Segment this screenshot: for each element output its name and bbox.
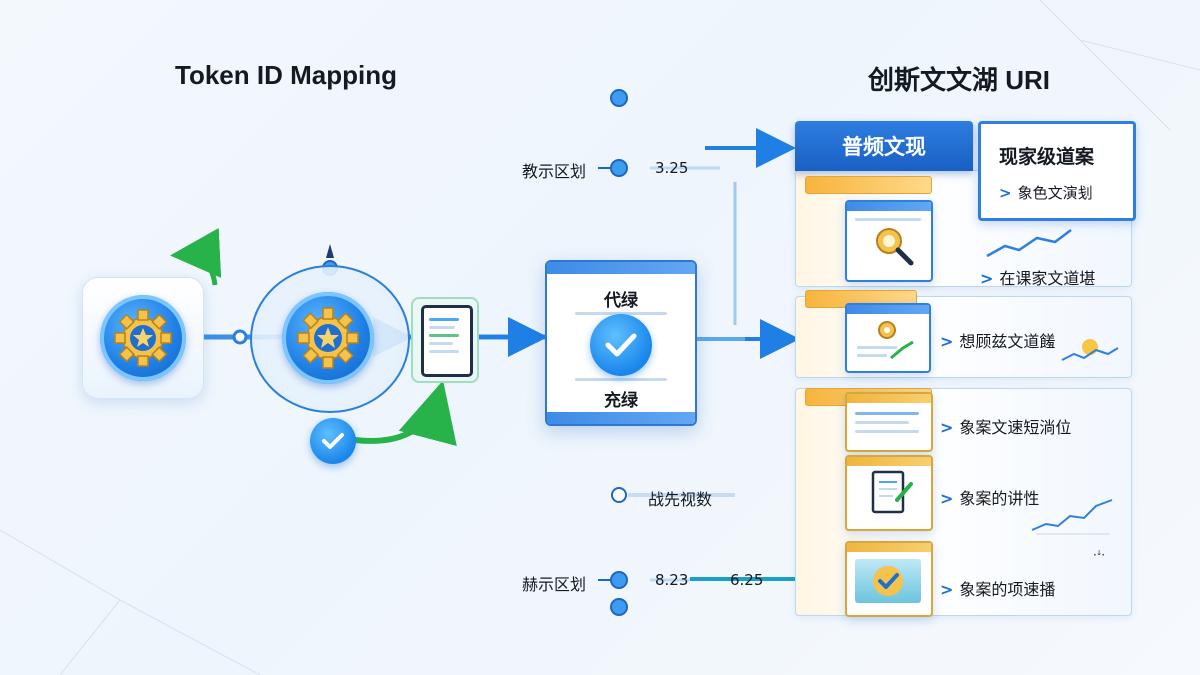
panel-top-text: 代绿 bbox=[604, 291, 638, 311]
info-card[interactable]: 现家级道案 >象色文演刬 bbox=[978, 121, 1136, 221]
image-doc-card[interactable] bbox=[845, 541, 933, 617]
panel-bottom-text: 充绿 bbox=[604, 391, 638, 411]
right-item-4[interactable]: >象案的讲性 bbox=[940, 489, 1040, 508]
document-icon bbox=[871, 470, 913, 514]
magnifier-icon bbox=[876, 228, 914, 266]
tab-strip bbox=[805, 176, 932, 194]
settings-doc-card[interactable] bbox=[845, 303, 931, 373]
gear-icon bbox=[857, 321, 914, 360]
info-card-title: 现家级道案 bbox=[999, 146, 1095, 168]
right-item-2[interactable]: >想顾兹文道饈 bbox=[940, 332, 1056, 351]
validation-panel[interactable]: 代绿 充绿 bbox=[545, 260, 697, 426]
chart-icon bbox=[1031, 499, 1113, 535]
left-title: Token ID Mapping bbox=[175, 60, 397, 90]
axis-value-bottom-b: 6.25 bbox=[730, 571, 764, 589]
token-node-card[interactable] bbox=[82, 277, 204, 399]
edit-doc-card[interactable] bbox=[845, 455, 933, 531]
chart-icon bbox=[986, 229, 1072, 258]
right-title: 创斯文文湖 URI bbox=[868, 65, 1051, 95]
axis-value-top: 3.25 bbox=[655, 159, 689, 177]
search-doc-card[interactable] bbox=[845, 200, 933, 282]
check-icon bbox=[310, 418, 356, 464]
info-card-sub: >象色文演刬 bbox=[999, 184, 1093, 202]
check-icon bbox=[590, 314, 652, 376]
right-header[interactable]: 普频文现 bbox=[795, 121, 973, 171]
chart-icon bbox=[1061, 339, 1119, 361]
green-return-arrow bbox=[170, 228, 222, 286]
axis-label-bottom: 赫示区划 bbox=[522, 575, 587, 594]
axis-label-mid: 战先视数 bbox=[648, 490, 713, 509]
document-card[interactable] bbox=[411, 297, 479, 383]
axis-value-bottom-a: 8.23 bbox=[655, 571, 689, 589]
axis-label-top: 教示区划 bbox=[522, 162, 587, 181]
check-icon bbox=[873, 566, 903, 596]
document-icon bbox=[421, 305, 473, 377]
gear-icon bbox=[100, 295, 186, 381]
gear-icon[interactable] bbox=[282, 292, 374, 384]
small-mark: ·ꜜ· bbox=[1093, 548, 1106, 562]
right-item-3[interactable]: >象案文速短淌位 bbox=[940, 418, 1072, 437]
right-item-5[interactable]: >象案的项速播 bbox=[940, 580, 1056, 599]
list-doc-card[interactable] bbox=[845, 392, 933, 452]
right-item-1[interactable]: >在课家文道堪 bbox=[980, 269, 1096, 288]
green-validate-arrow bbox=[354, 380, 457, 447]
